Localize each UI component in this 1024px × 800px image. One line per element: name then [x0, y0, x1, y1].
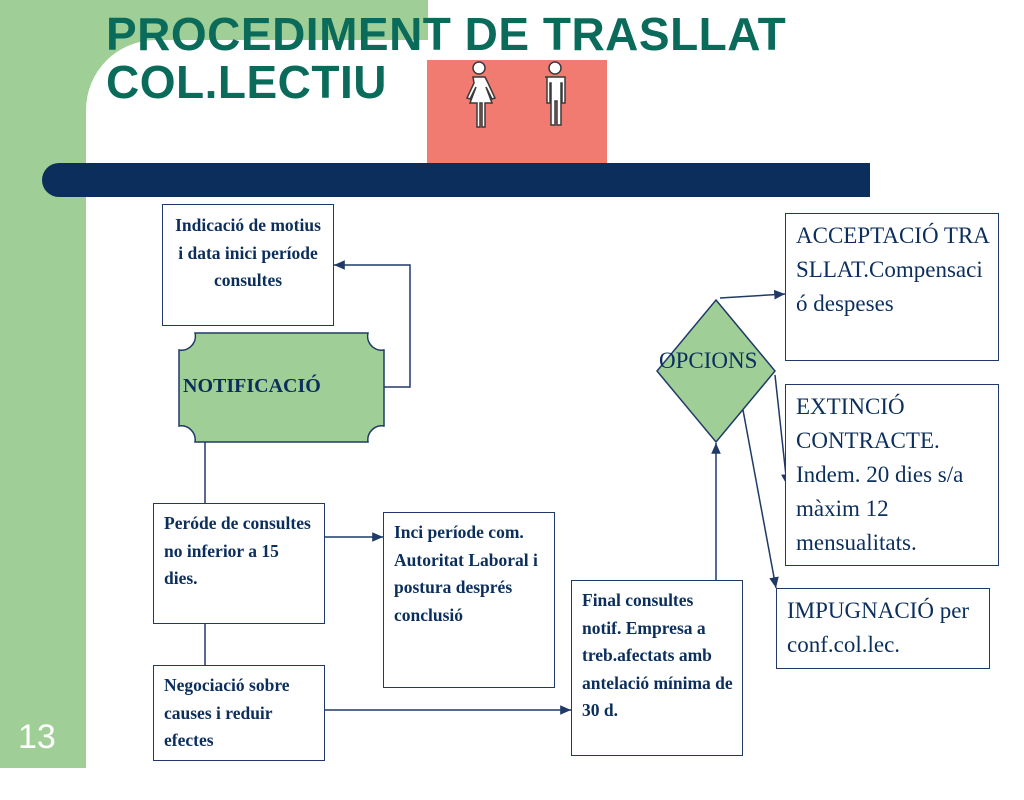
connector-opcions-to-acceptacio: [719, 289, 786, 300]
negociacio-text: Negociació sobre causes i reduir efectes: [164, 675, 290, 750]
acceptacio-box: ACCEPTACIÓ TRASLLAT.Compensació despeses: [785, 213, 999, 361]
flow-diagram: [178, 61, 791, 715]
impugnacio-text: IMPUGNACIÓ per conf.col.lec.: [787, 598, 970, 657]
people-icon-panel: [427, 60, 607, 163]
slide-number: 13: [18, 718, 56, 756]
title-line-1: PROCEDIMENT DE TRASLLAT: [106, 8, 787, 60]
connector-notif-to-indicacio: [334, 260, 411, 388]
woman-icon: [465, 61, 497, 128]
options-diamond: [656, 298, 776, 444]
indicacio-box: Indicació de motius i data inici període…: [162, 204, 334, 326]
periode-consultes-box: Peróde de consultes no inferior a 15 die…: [153, 503, 325, 624]
impugnacio-box: IMPUGNACIÓ per conf.col.lec.: [776, 588, 990, 669]
inici-periode-text: Inci període com. Autoritat Laboral i po…: [394, 522, 538, 625]
negociacio-box: Negociació sobre causes i reduir efectes: [153, 665, 325, 761]
periode-consultes-text: Peróde de consultes no inferior a 15 die…: [164, 513, 311, 588]
connector-opcions-to-impugnacio: [742, 409, 779, 589]
slide-title: PROCEDIMENT DE TRASLLAT COL.LECTIU: [106, 10, 786, 106]
final-consultes-text: Final consultes notif. Empresa a treb.af…: [582, 590, 733, 720]
final-consultes-box: Final consultes notif. Empresa a treb.af…: [571, 580, 743, 756]
notification-plaque: [178, 332, 385, 443]
notification-label: NOTIFICACIÓ: [183, 375, 321, 397]
inici-periode-box: Inci període com. Autoritat Laboral i po…: [383, 512, 555, 688]
man-icon: [545, 61, 566, 126]
options-label: OPCIONS: [659, 348, 758, 373]
title-line-2: COL.LECTIU: [106, 56, 387, 108]
extincio-box: EXTINCIÓ CONTRACTE. Indem. 20 dies s/a m…: [785, 384, 999, 566]
indicacio-text: Indicació de motius i data inici període…: [175, 215, 321, 290]
acceptacio-text: ACCEPTACIÓ TRASLLAT.Compensació despeses: [796, 223, 990, 316]
extincio-text: EXTINCIÓ CONTRACTE. Indem. 20 dies s/a m…: [796, 394, 964, 555]
title-divider-bar: [42, 163, 870, 197]
